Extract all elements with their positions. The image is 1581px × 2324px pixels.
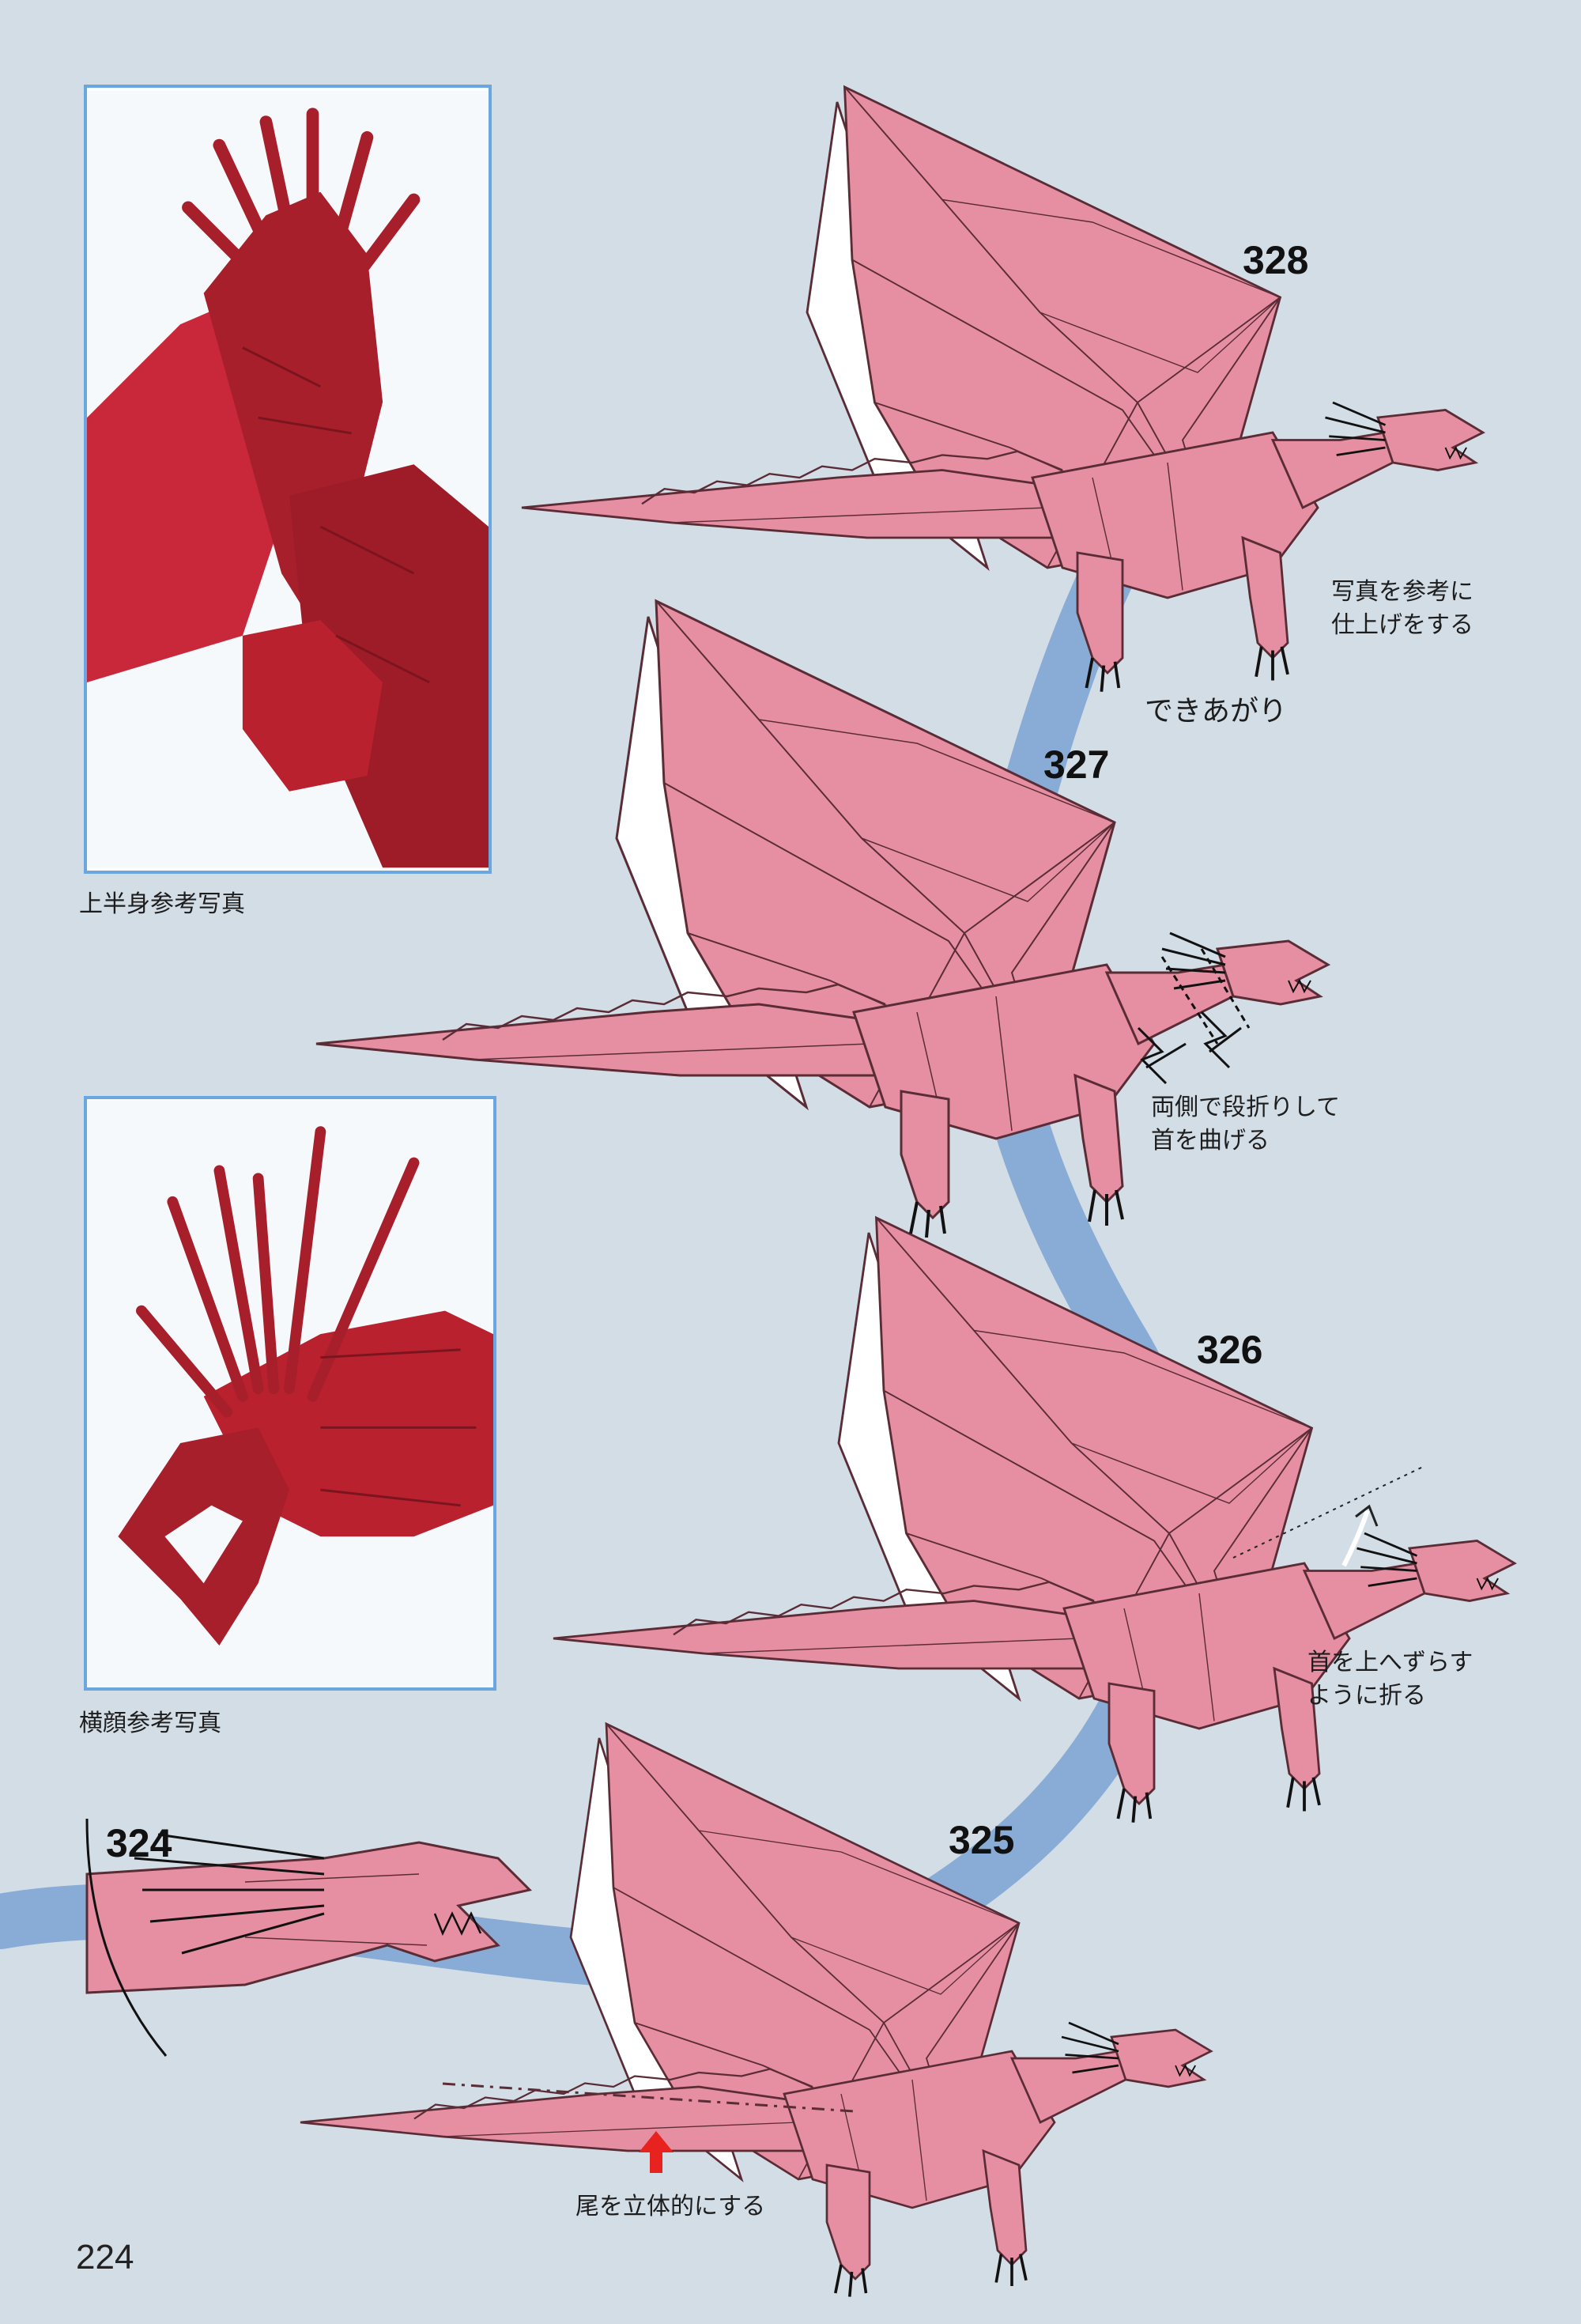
completed-label: できあがり: [1145, 695, 1288, 727]
detail-arc: [85, 1818, 168, 2057]
note-line: ように折る: [1307, 1682, 1426, 1710]
step-number-328: 328: [1243, 238, 1309, 282]
tail-fold-line: [442, 2082, 855, 2113]
upper-body-reference-photo: [84, 85, 492, 874]
step-number-326: 326: [1197, 1328, 1263, 1372]
upper-body-photo-caption: 上半身参考写真: [79, 890, 245, 918]
step-328-note: 写真を参考に 仕上げをする: [1331, 576, 1473, 642]
note-line: 首を曲げる: [1151, 1127, 1270, 1154]
note-line: 両側で段折りして: [1151, 1094, 1341, 1121]
step-number-324: 324: [106, 1821, 172, 1865]
neck-fold-line: [1232, 1466, 1424, 1559]
step-number-327: 327: [1043, 743, 1110, 787]
red-up-arrow: [639, 2131, 674, 2173]
side-head-photo-caption: 横顔参考写真: [79, 1710, 221, 1737]
note-line: 尾を立体的にする: [575, 2193, 766, 2220]
white-curve-arrow: [1341, 1510, 1370, 1567]
diagram-step-326: [552, 1216, 1516, 1824]
step-325-note: 尾を立体的にする: [575, 2190, 765, 2224]
note-line: 写真を参考に: [1331, 578, 1473, 606]
side-head-reference-photo: [84, 1096, 496, 1691]
step-327-note: 両側で段折りして 首を曲げる: [1151, 1091, 1340, 1158]
white-curve-arrow-outline: [1355, 1504, 1379, 1527]
step-326-note: 首を上へずらす ように折る: [1307, 1646, 1473, 1713]
note-line: 仕上げをする: [1331, 611, 1473, 639]
pleat-fold-marks: [1137, 948, 1251, 1085]
note-line: 首を上へずらす: [1307, 1649, 1473, 1676]
red-dragon-side-head-image: [87, 1100, 493, 1687]
red-dragon-upper-body-image: [87, 90, 489, 868]
step-number-325: 325: [949, 1818, 1015, 1862]
page-number: 224: [76, 2238, 134, 2277]
